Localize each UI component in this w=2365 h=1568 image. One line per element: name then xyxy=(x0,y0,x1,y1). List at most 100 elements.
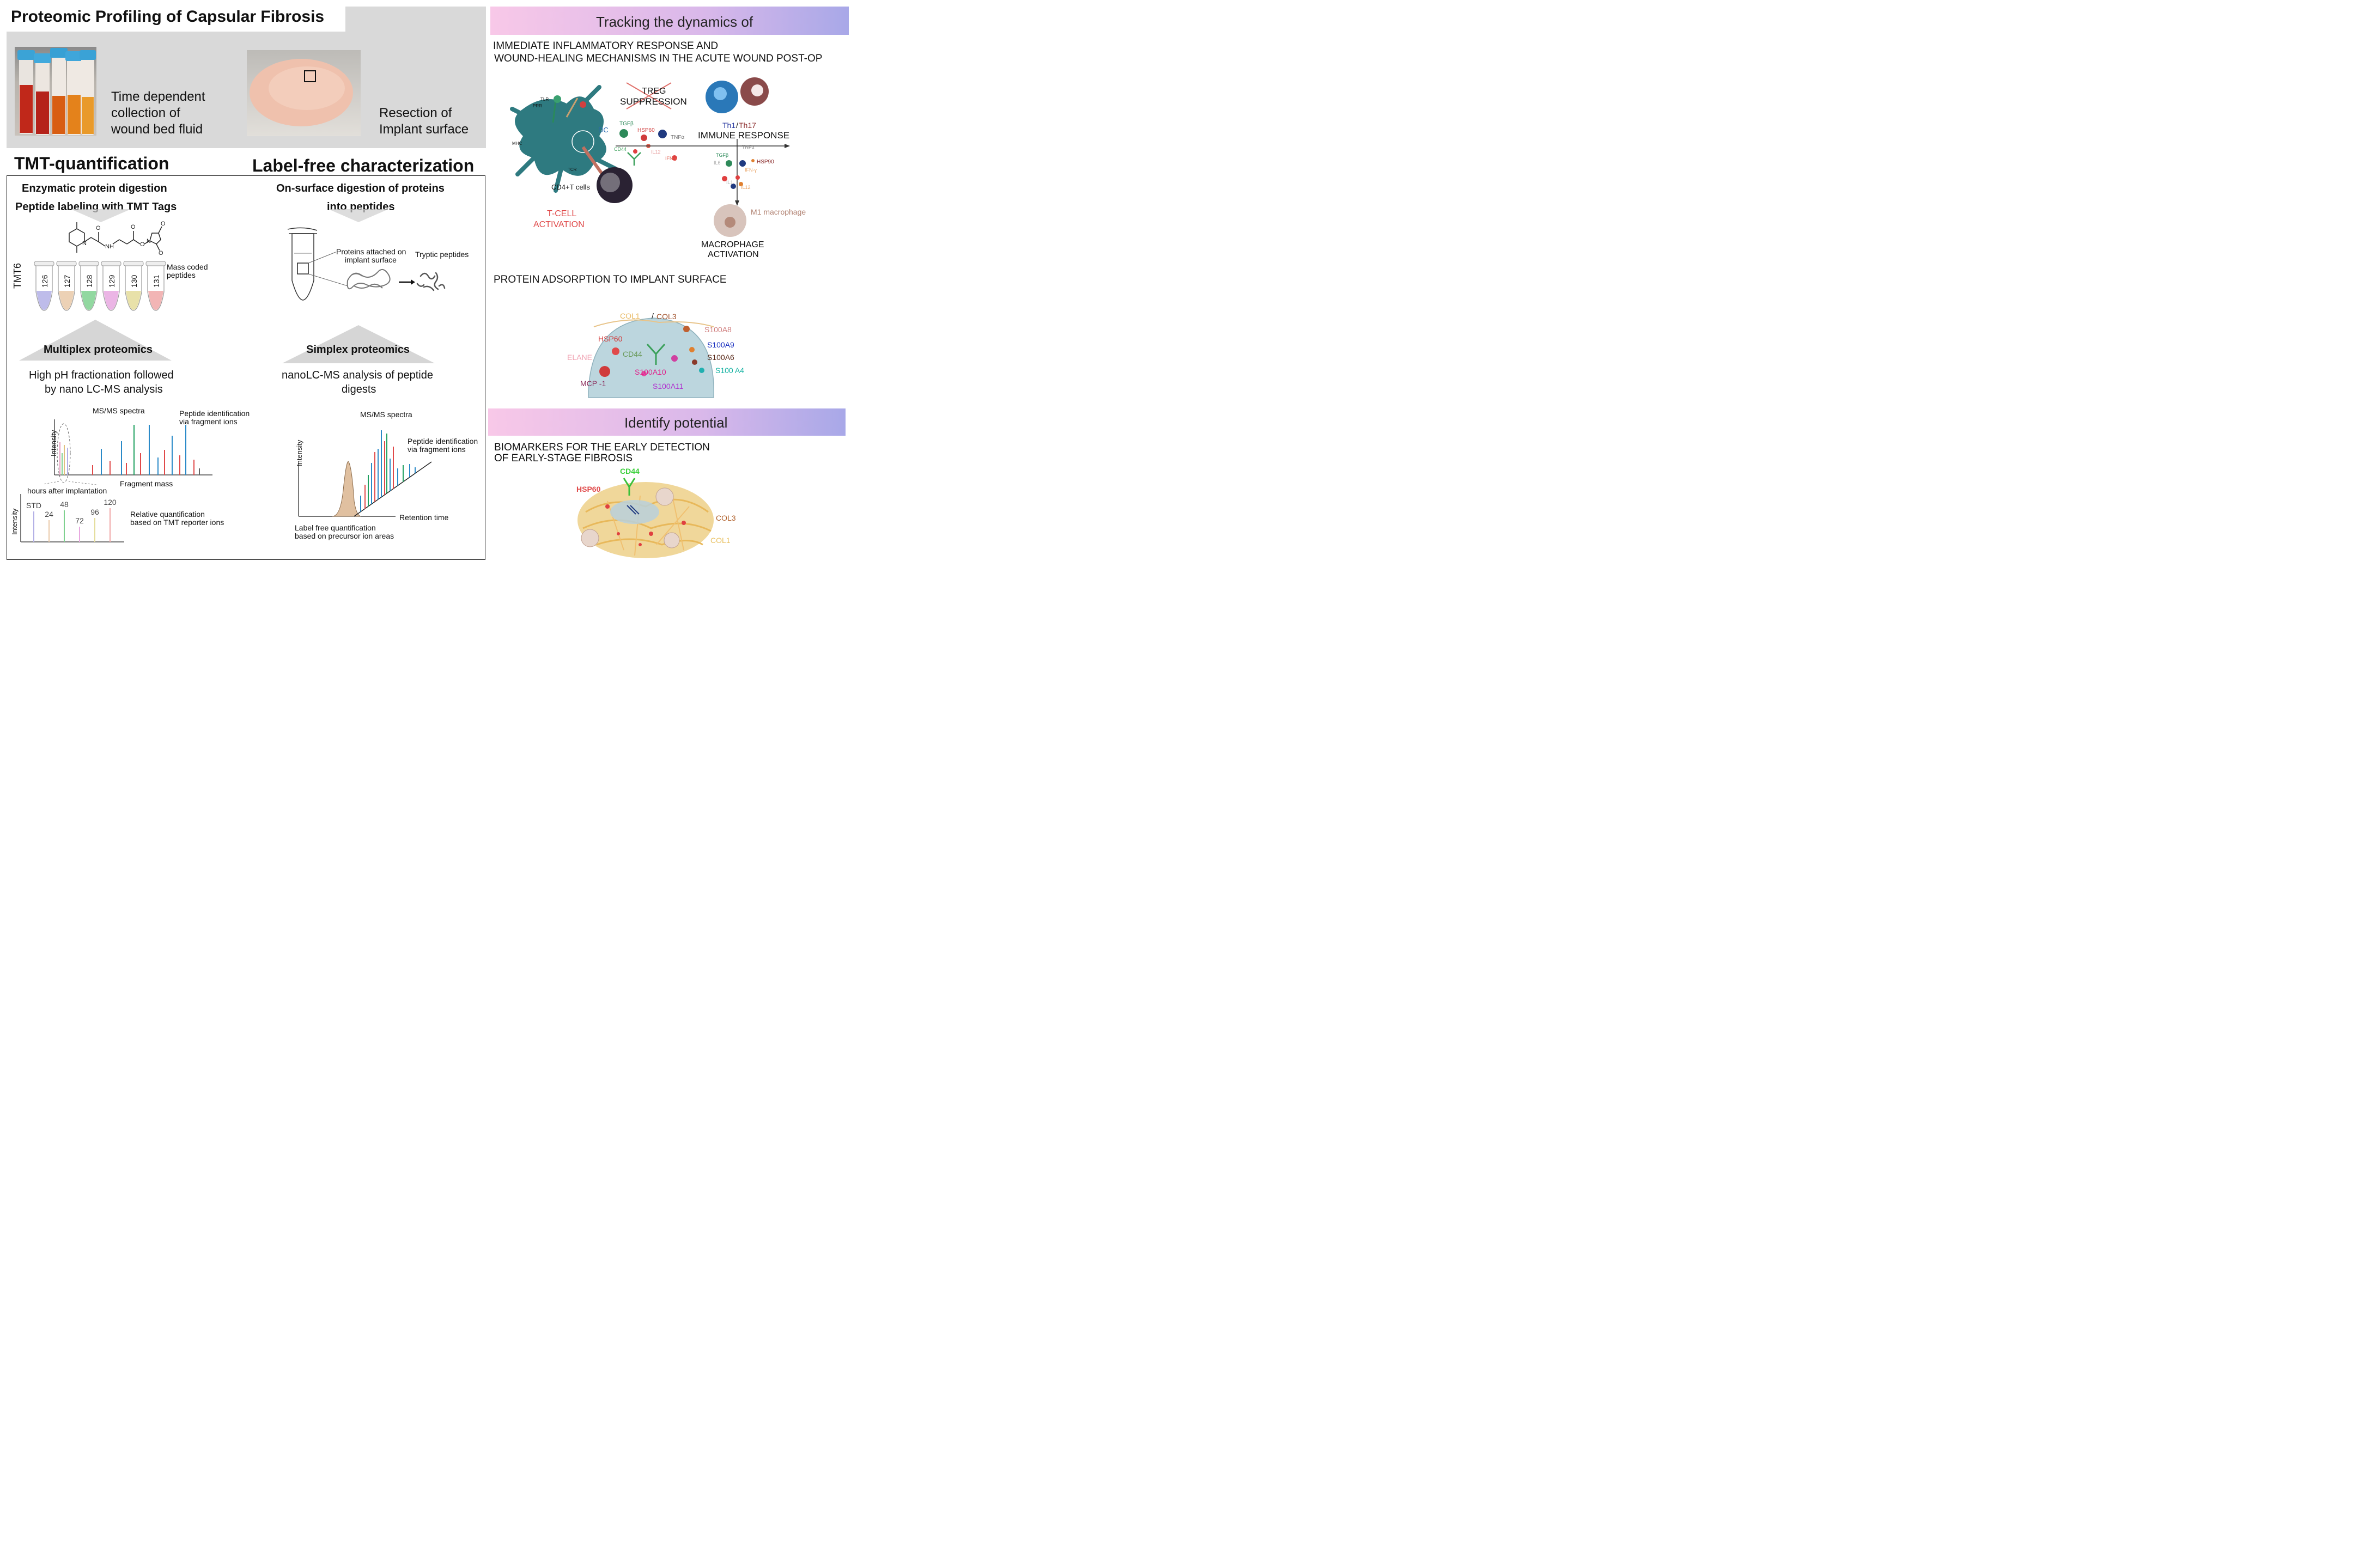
mass-coded-line1: Mass coded xyxy=(167,263,208,271)
photo2-caption-line2: Implant surface xyxy=(379,122,469,137)
fibro-hsp60: HSP60 xyxy=(576,485,601,493)
tgfb-label: TGFβ xyxy=(619,121,634,127)
mhc-label: MHC xyxy=(512,141,522,146)
implant-photo xyxy=(247,50,361,136)
photo1-caption-line3: wound bed fluid xyxy=(111,122,203,137)
cd44-label: CD44 xyxy=(614,147,627,152)
arrow-tmt-2 xyxy=(19,320,172,361)
resection-marker xyxy=(304,70,316,82)
tmt-tube-131: 131 xyxy=(145,261,166,311)
ifng-label: IFN-γ xyxy=(665,156,677,161)
dome-hsp60: HSP60 xyxy=(598,334,623,343)
precursor-peak-area xyxy=(332,461,361,517)
m1-ifng-label: IFN-γ xyxy=(745,167,757,173)
dome-slash: / xyxy=(652,312,654,320)
dendritic-cell xyxy=(510,85,618,193)
tmt-tube-label: 128 xyxy=(85,274,94,288)
digestion-illustration xyxy=(287,227,446,301)
cd44-receptor-icon xyxy=(627,152,641,166)
treg-label: TREG xyxy=(642,87,666,96)
tmt-spectrum-plot xyxy=(44,419,212,485)
hsp60-dot xyxy=(641,135,647,141)
multiplex-section: Multiplex proteomics xyxy=(44,344,153,356)
immediate-line1: IMMEDIATE INFLAMMATORY RESPONSE AND xyxy=(493,40,719,52)
tnfa-dot xyxy=(658,130,667,138)
svg-text:NH: NH xyxy=(105,243,114,250)
th-slash: / xyxy=(736,121,738,130)
labelfree-heading: Label-free characterization xyxy=(252,156,475,175)
lf-description-line1: nanoLC-MS analysis of peptide xyxy=(282,369,433,381)
tmt6-label: TMT6 xyxy=(12,263,23,289)
fibro-cell-3 xyxy=(664,532,680,548)
tcell-activation-line2: ACTIVATION xyxy=(533,220,585,229)
th1-label: Th1 xyxy=(722,121,736,130)
cd4-t-cell xyxy=(581,146,633,203)
proteins-attached-line1: Proteins attached on xyxy=(336,247,406,256)
immediate-line2: WOUND-HEALING MECHANISMS IN THE ACUTE WO… xyxy=(494,53,823,64)
fibro-cell-1 xyxy=(655,487,674,506)
lf-spectrum-plot xyxy=(298,430,432,517)
tmt-peptide-id-line1: Peptide identification xyxy=(179,409,250,418)
tmt-spectra-title: MS/MS spectra xyxy=(93,406,145,415)
relative-quant-line1: Relative quantification xyxy=(130,510,205,518)
dome-s100a6: S100A6 xyxy=(707,353,734,362)
mass-coded-line2: peptides xyxy=(167,271,196,279)
title-box xyxy=(7,7,345,32)
immune-response-label: IMMUNE RESPONSE xyxy=(698,130,790,141)
photo1-caption-line2: collection of xyxy=(111,106,180,120)
tmt-y-label: Intensity xyxy=(50,430,58,456)
tmt-tube-label: 127 xyxy=(63,274,71,288)
svg-text:O: O xyxy=(131,224,136,230)
lf-y-label: Intensity xyxy=(295,440,303,466)
tmt-tube-130: 130 xyxy=(123,261,144,311)
relative-quant-line2: based on TMT reporter ions xyxy=(130,518,224,527)
tube-4 xyxy=(65,51,83,135)
arrow-lf-2 xyxy=(282,325,435,363)
lf-spectra-title: MS/MS spectra xyxy=(360,410,412,419)
lfq-line1: Label free quantification xyxy=(295,523,376,532)
fibro-col3: COL3 xyxy=(716,514,736,522)
lf-diagonal-axis xyxy=(354,461,432,517)
reporter-title: hours after implantation xyxy=(27,486,107,495)
dome-s100a4: S100 A4 xyxy=(715,366,744,375)
tgfb-dot xyxy=(619,129,628,138)
tlr-label: TLR xyxy=(540,97,549,102)
macrophage-activation-line1: MACROPHAGE xyxy=(701,240,764,249)
eppendorf-tube xyxy=(287,227,318,301)
cd4-label: CD4+T cells xyxy=(551,183,590,191)
arrow-lf-1 xyxy=(329,209,388,222)
tnfa-label: TNFα xyxy=(671,135,685,141)
tmt-step-labeling: Peptide labeling with TMT Tags xyxy=(15,201,177,213)
svg-text:O: O xyxy=(140,241,145,248)
page-title: Proteomic Profiling of Capsular Fibrosis xyxy=(11,8,325,26)
fibro-cd44: CD44 xyxy=(620,467,640,475)
reporter-label: 120 xyxy=(104,498,117,507)
lf-x-label: Retention time xyxy=(399,513,449,522)
lf-peptide-id-line1: Peptide identification xyxy=(408,437,478,446)
tmt-tube-label: 126 xyxy=(40,274,49,288)
dome-mcp: MCP -1 xyxy=(580,379,606,388)
th17-label: Th17 xyxy=(739,121,756,130)
banner-identify-text: Identify potential xyxy=(624,414,728,431)
dome-cd44-icon xyxy=(646,344,666,365)
reporter-label: 96 xyxy=(90,508,99,516)
reporter-label: 48 xyxy=(60,500,69,509)
tmt-tube-label: 129 xyxy=(107,274,116,288)
svg-text:O: O xyxy=(96,225,101,231)
macrophage-activation-line2: ACTIVATION xyxy=(708,250,759,259)
prr-label: PRR xyxy=(533,103,542,108)
implant-dome xyxy=(588,318,714,398)
tmt-tube-128: 128 xyxy=(78,261,99,311)
tmt-description-line1: High pH fractionation followed xyxy=(29,369,174,381)
lfq-line2: based on precursor ion areas xyxy=(295,532,394,540)
tryptic-peptides: Tryptic peptides xyxy=(415,250,469,259)
reporter-label: STD xyxy=(26,501,41,510)
peptide-fragments-icon xyxy=(416,272,446,291)
tmt-tube-126: 126 xyxy=(34,261,54,311)
workflow-box xyxy=(7,175,485,560)
suppression-label: SUPPRESSION xyxy=(620,96,687,107)
svg-text:N: N xyxy=(82,240,87,247)
dome-elane: ELANE xyxy=(567,353,592,362)
fibrosis-tissue xyxy=(577,478,714,558)
